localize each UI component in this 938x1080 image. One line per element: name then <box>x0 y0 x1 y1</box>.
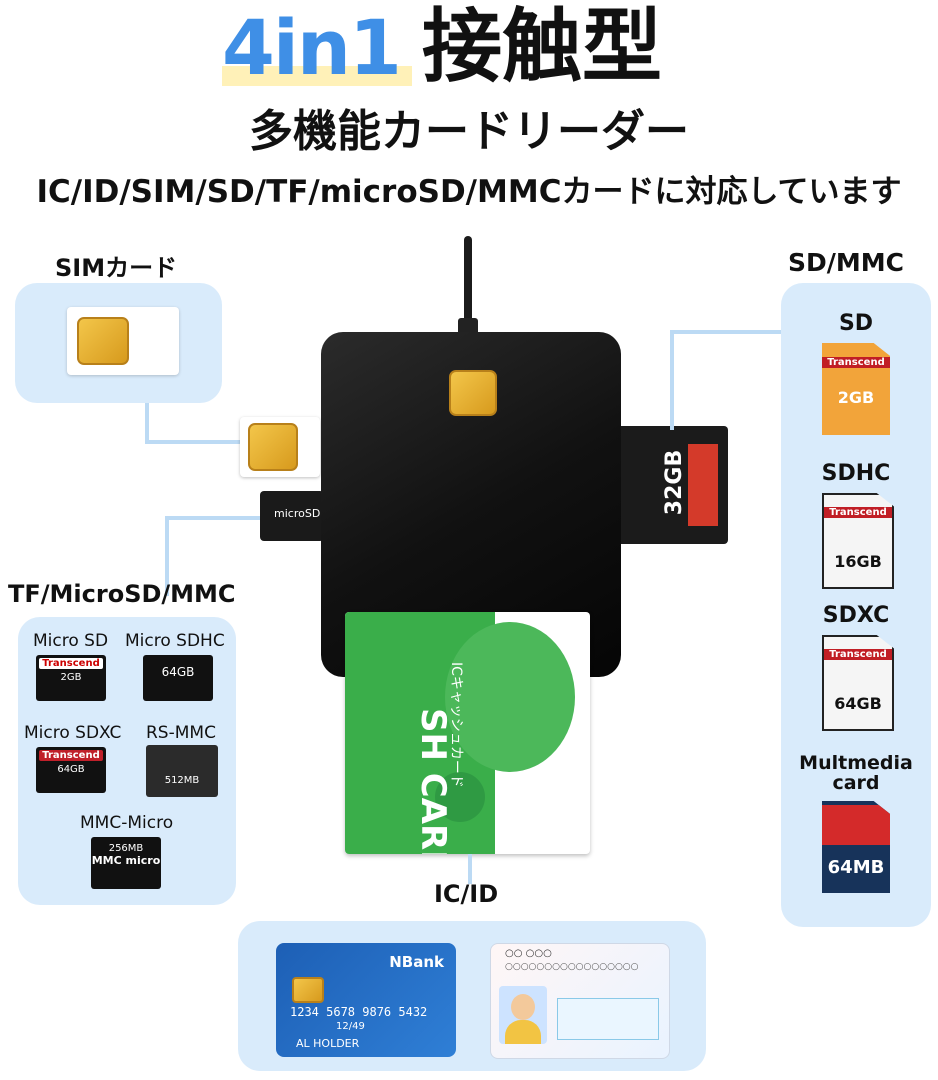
sd-capacity-2gb: 2GB <box>837 388 875 407</box>
micro-sdhc-capacity: 64GB <box>161 665 195 679</box>
sdxc-capacity: 64GB <box>834 694 882 713</box>
mmc-label: Multmedia card <box>799 752 913 794</box>
sdhc-label: SDHC <box>821 461 891 486</box>
mmc-card: 64MB <box>822 801 890 893</box>
micro-sdxc-capacity: 64GB <box>57 764 85 775</box>
icid-title: IC/ID <box>434 880 499 908</box>
micro-sd-capacity: 2GB <box>60 672 82 683</box>
bank-name: NBank <box>389 953 444 971</box>
mmc-micro-capacity: 256MB <box>108 843 144 854</box>
sim-connector <box>145 403 149 443</box>
sdxc-label: SDXC <box>822 603 890 628</box>
inserted-sim-chip-icon <box>248 423 298 471</box>
ic-card-subtitle: ICキャッシュカード <box>448 662 464 788</box>
rs-mmc-label: RS-MMC <box>146 723 216 743</box>
sdmmc-panel: SD Transcend 2GB SDHC Transcend 16GB SDX… <box>781 283 931 927</box>
micro-sdxc-card: Transcend 64GB <box>36 747 106 793</box>
micro-sdxc-label: Micro SDXC <box>24 723 122 743</box>
tf-title: TF/MicroSD/MMC <box>8 580 236 608</box>
micro-sdhc-label: Micro SDHC <box>125 631 225 651</box>
bank-card-holder: AL HOLDER <box>296 1037 360 1050</box>
sim-chip-icon <box>77 317 129 365</box>
mmc-micro-label: MMC-Micro <box>80 813 174 833</box>
micro-sd-label: Micro SD <box>33 631 109 651</box>
sd-connector-h <box>670 330 783 334</box>
sim-connector-h <box>145 440 240 444</box>
tf-connector-h <box>165 516 260 520</box>
inserted-ic-card: SH CARD ICキャッシュカード <box>345 612 590 854</box>
reader-chip-icon <box>449 370 497 416</box>
tf-panel: Micro SD Transcend 2GB Micro SDHC 64GB M… <box>18 617 236 905</box>
bank-card: NBank 1234 5678 9876 5432 12/49 AL HOLDE… <box>276 943 456 1057</box>
mmc-red-band <box>822 805 890 845</box>
mmc-micro-card: 256MB MMC micro <box>91 837 161 889</box>
micro-sdxc-brand: Transcend <box>39 750 103 761</box>
id-card-line: ○○○○○○○○○○○○○○○○○ <box>505 962 639 972</box>
ic-card-circle-small <box>435 772 485 822</box>
ic-card-circle <box>445 622 575 772</box>
id-face <box>511 994 535 1020</box>
mmc-micro-sub: MMC micro <box>91 854 161 867</box>
sdhc-card: Transcend 16GB <box>822 493 894 589</box>
sd-capacity: 32GB <box>662 449 688 516</box>
sdhc-brand: Transcend <box>824 507 892 518</box>
title-accent: 4in1 <box>222 3 402 92</box>
tf-connector <box>165 516 169 596</box>
sdmmc-title: SD/MMC <box>788 248 904 277</box>
tagline: IC/ID/SIM/SD/TF/microSD/MMCカードに対応しています <box>36 174 902 210</box>
bank-card-expiry: 12/49 <box>336 1021 365 1032</box>
inserted-sim-card <box>240 417 320 477</box>
sd-card: Transcend 2GB <box>822 343 890 435</box>
id-photo <box>499 986 547 1044</box>
icid-connector <box>468 854 472 884</box>
id-shoulders <box>505 1020 541 1044</box>
title-main: 接触型 <box>422 0 662 93</box>
subtitle: 多機能カードリーダー <box>249 106 689 157</box>
sim-title: SIMカード <box>55 254 178 282</box>
id-card: ○○ ○○○ ○○○○○○○○○○○○○○○○○ <box>490 943 670 1059</box>
id-info-box <box>557 998 659 1040</box>
bank-chip-icon <box>292 977 324 1003</box>
sim-card <box>67 307 179 375</box>
rs-mmc-card: 512MB <box>146 745 218 797</box>
micro-sd-card: Transcend 2GB <box>36 655 106 701</box>
sdxc-card: Transcend 64GB <box>822 635 894 731</box>
mmc-capacity: 64MB <box>827 857 885 878</box>
usb-cable <box>464 236 472 328</box>
title-highlight <box>222 66 412 86</box>
sdhc-capacity: 16GB <box>834 552 882 571</box>
inserted-sd-card: 32GB <box>612 426 728 544</box>
sd-red-band <box>688 444 718 526</box>
sdxc-brand: Transcend <box>824 649 892 660</box>
sd-connector <box>670 330 674 430</box>
rs-mmc-capacity: 512MB <box>164 775 200 786</box>
micro-sdhc-card: 64GB <box>143 655 213 701</box>
sim-panel <box>15 283 222 403</box>
inserted-microsd-card: microSD <box>260 491 324 541</box>
micro-sd-brand: Transcend <box>39 658 103 669</box>
sd-label: SD <box>838 311 874 336</box>
bank-card-number: 1234 5678 9876 5432 <box>290 1005 428 1019</box>
id-card-header: ○○ ○○○ <box>505 948 552 959</box>
sd-brand: Transcend <box>822 357 890 368</box>
inserted-microsd-label: microSD <box>274 507 321 520</box>
icid-panel: NBank 1234 5678 9876 5432 12/49 AL HOLDE… <box>238 921 706 1071</box>
